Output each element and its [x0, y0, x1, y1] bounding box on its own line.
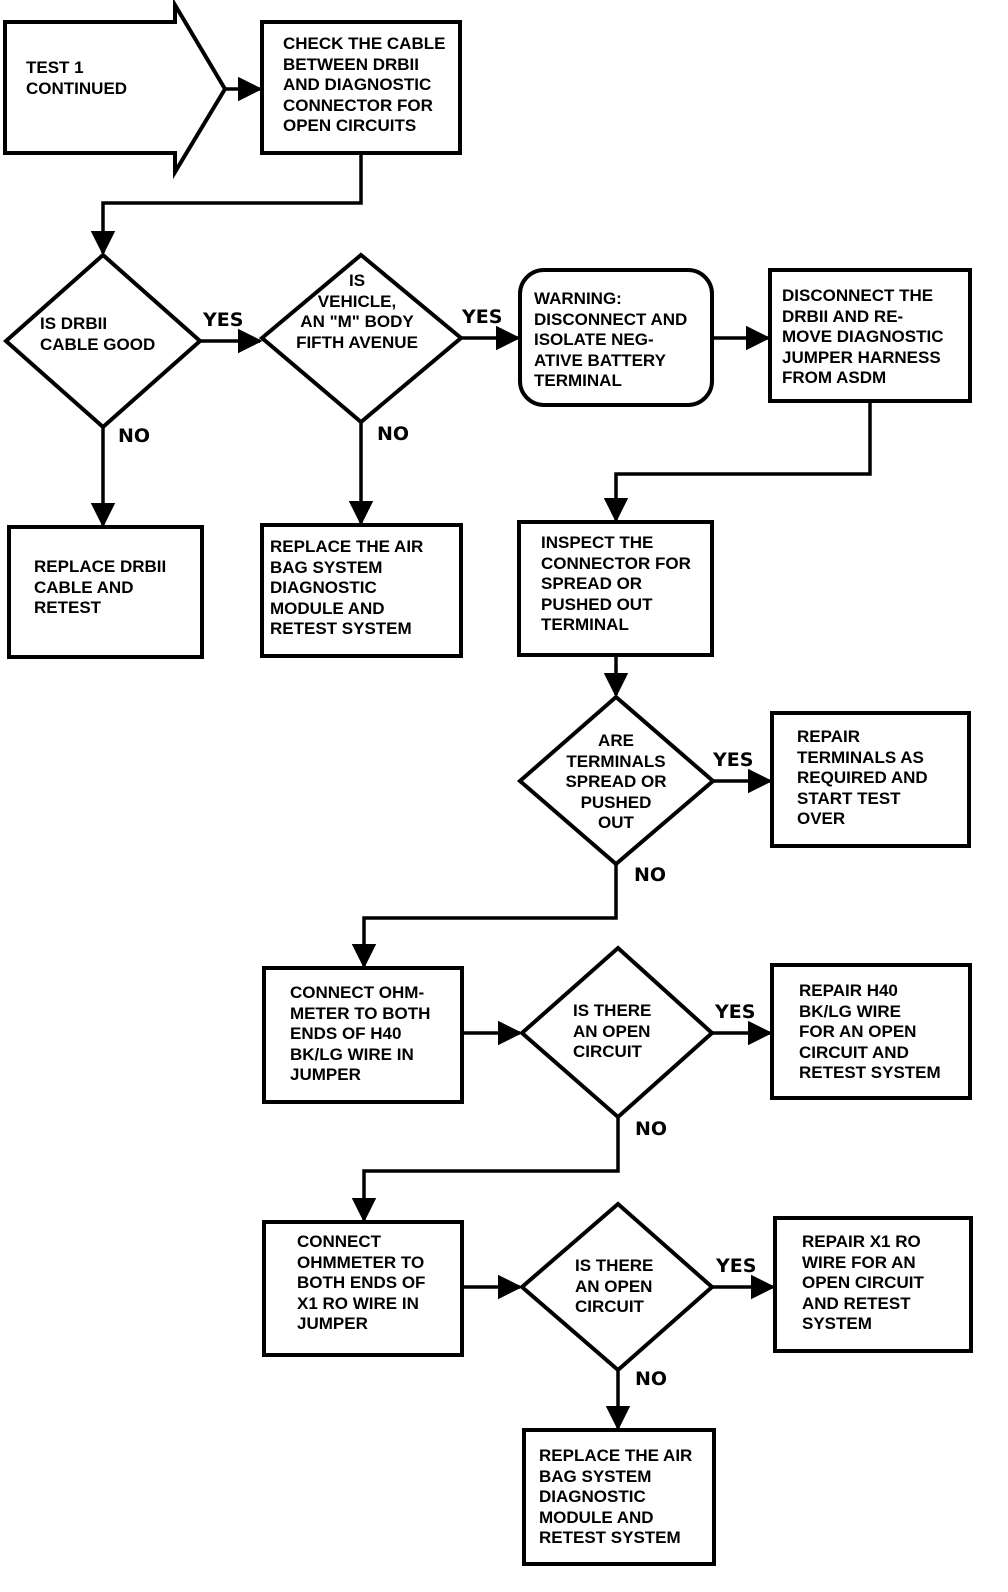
yes-label-q1: YES — [203, 309, 244, 331]
connector-disconnect-inspect — [603, 401, 872, 523]
no-label-q5: NO — [635, 1368, 668, 1390]
junction-dot — [612, 682, 620, 690]
start-arrow-shape — [3, 0, 228, 180]
q-m-body-text: IS VEHICLE, AN "M" BODY FIFTH AVENUE — [296, 271, 418, 352]
start-text: TEST 1 CONTINUED — [26, 58, 128, 98]
repair-x1-text: REPAIR X1 RO WIRE FOR AN OPEN CIRCUIT AN… — [802, 1232, 924, 1333]
junction-dot — [99, 240, 107, 248]
connector-q3-h40 — [351, 864, 618, 969]
yes-label-q2: YES — [462, 306, 503, 328]
replace-cable-text: REPLACE DRBII CABLE AND RETEST — [34, 557, 167, 617]
inspect-connector-text: INSPECT THE CONNECTOR FOR SPREAD OR PUSH… — [541, 533, 691, 634]
connect-x1-text: CONNECT OHMMETER TO BOTH ENDS OF X1 RO W… — [297, 1232, 426, 1333]
replace-module-2-text: REPLACE THE AIR BAG SYSTEM DIAGNOSTIC MO… — [539, 1446, 693, 1547]
yes-label-q4: YES — [715, 1001, 756, 1023]
q-open-1-text: IS THERE AN OPEN CIRCUIT — [573, 1001, 652, 1061]
repair-terminals-text: REPAIR TERMINALS AS REQUIRED AND START T… — [797, 727, 928, 828]
q-terminals-text: ARE TERMINALS SPREAD OR PUSHED OUT — [565, 731, 667, 832]
connect-h40-text: CONNECT OHM- METER TO BOTH ENDS OF H40 B… — [290, 983, 431, 1084]
warning-text: WARNING: DISCONNECT AND ISOLATE NEG- ATI… — [534, 289, 688, 390]
q-open-2-text: IS THERE AN OPEN CIRCUIT — [575, 1256, 654, 1316]
yes-label-q3: YES — [713, 749, 754, 771]
connector-check-q1 — [90, 153, 363, 256]
no-label-q2: NO — [377, 423, 410, 445]
yes-label-q5: YES — [716, 1255, 757, 1277]
no-label-q1: NO — [118, 425, 151, 447]
connector-q4-x1 — [351, 1117, 620, 1223]
no-label-q4: NO — [635, 1118, 668, 1140]
repair-h40-text: REPAIR H40 BK/LG WIRE FOR AN OPEN CIRCUI… — [799, 981, 941, 1082]
no-label-q3: NO — [634, 864, 667, 886]
replace-module-1-text: REPLACE THE AIR BAG SYSTEM DIAGNOSTIC MO… — [270, 537, 424, 638]
q-cable-good-text: IS DRBII CABLE GOOD — [40, 314, 156, 354]
disconnect-drbii-text: DISCONNECT THE DRBII AND RE- MOVE DIAGNO… — [782, 286, 944, 387]
check-cable-text: CHECK THE CABLE BETWEEN DRBII AND DIAGNO… — [283, 34, 446, 135]
